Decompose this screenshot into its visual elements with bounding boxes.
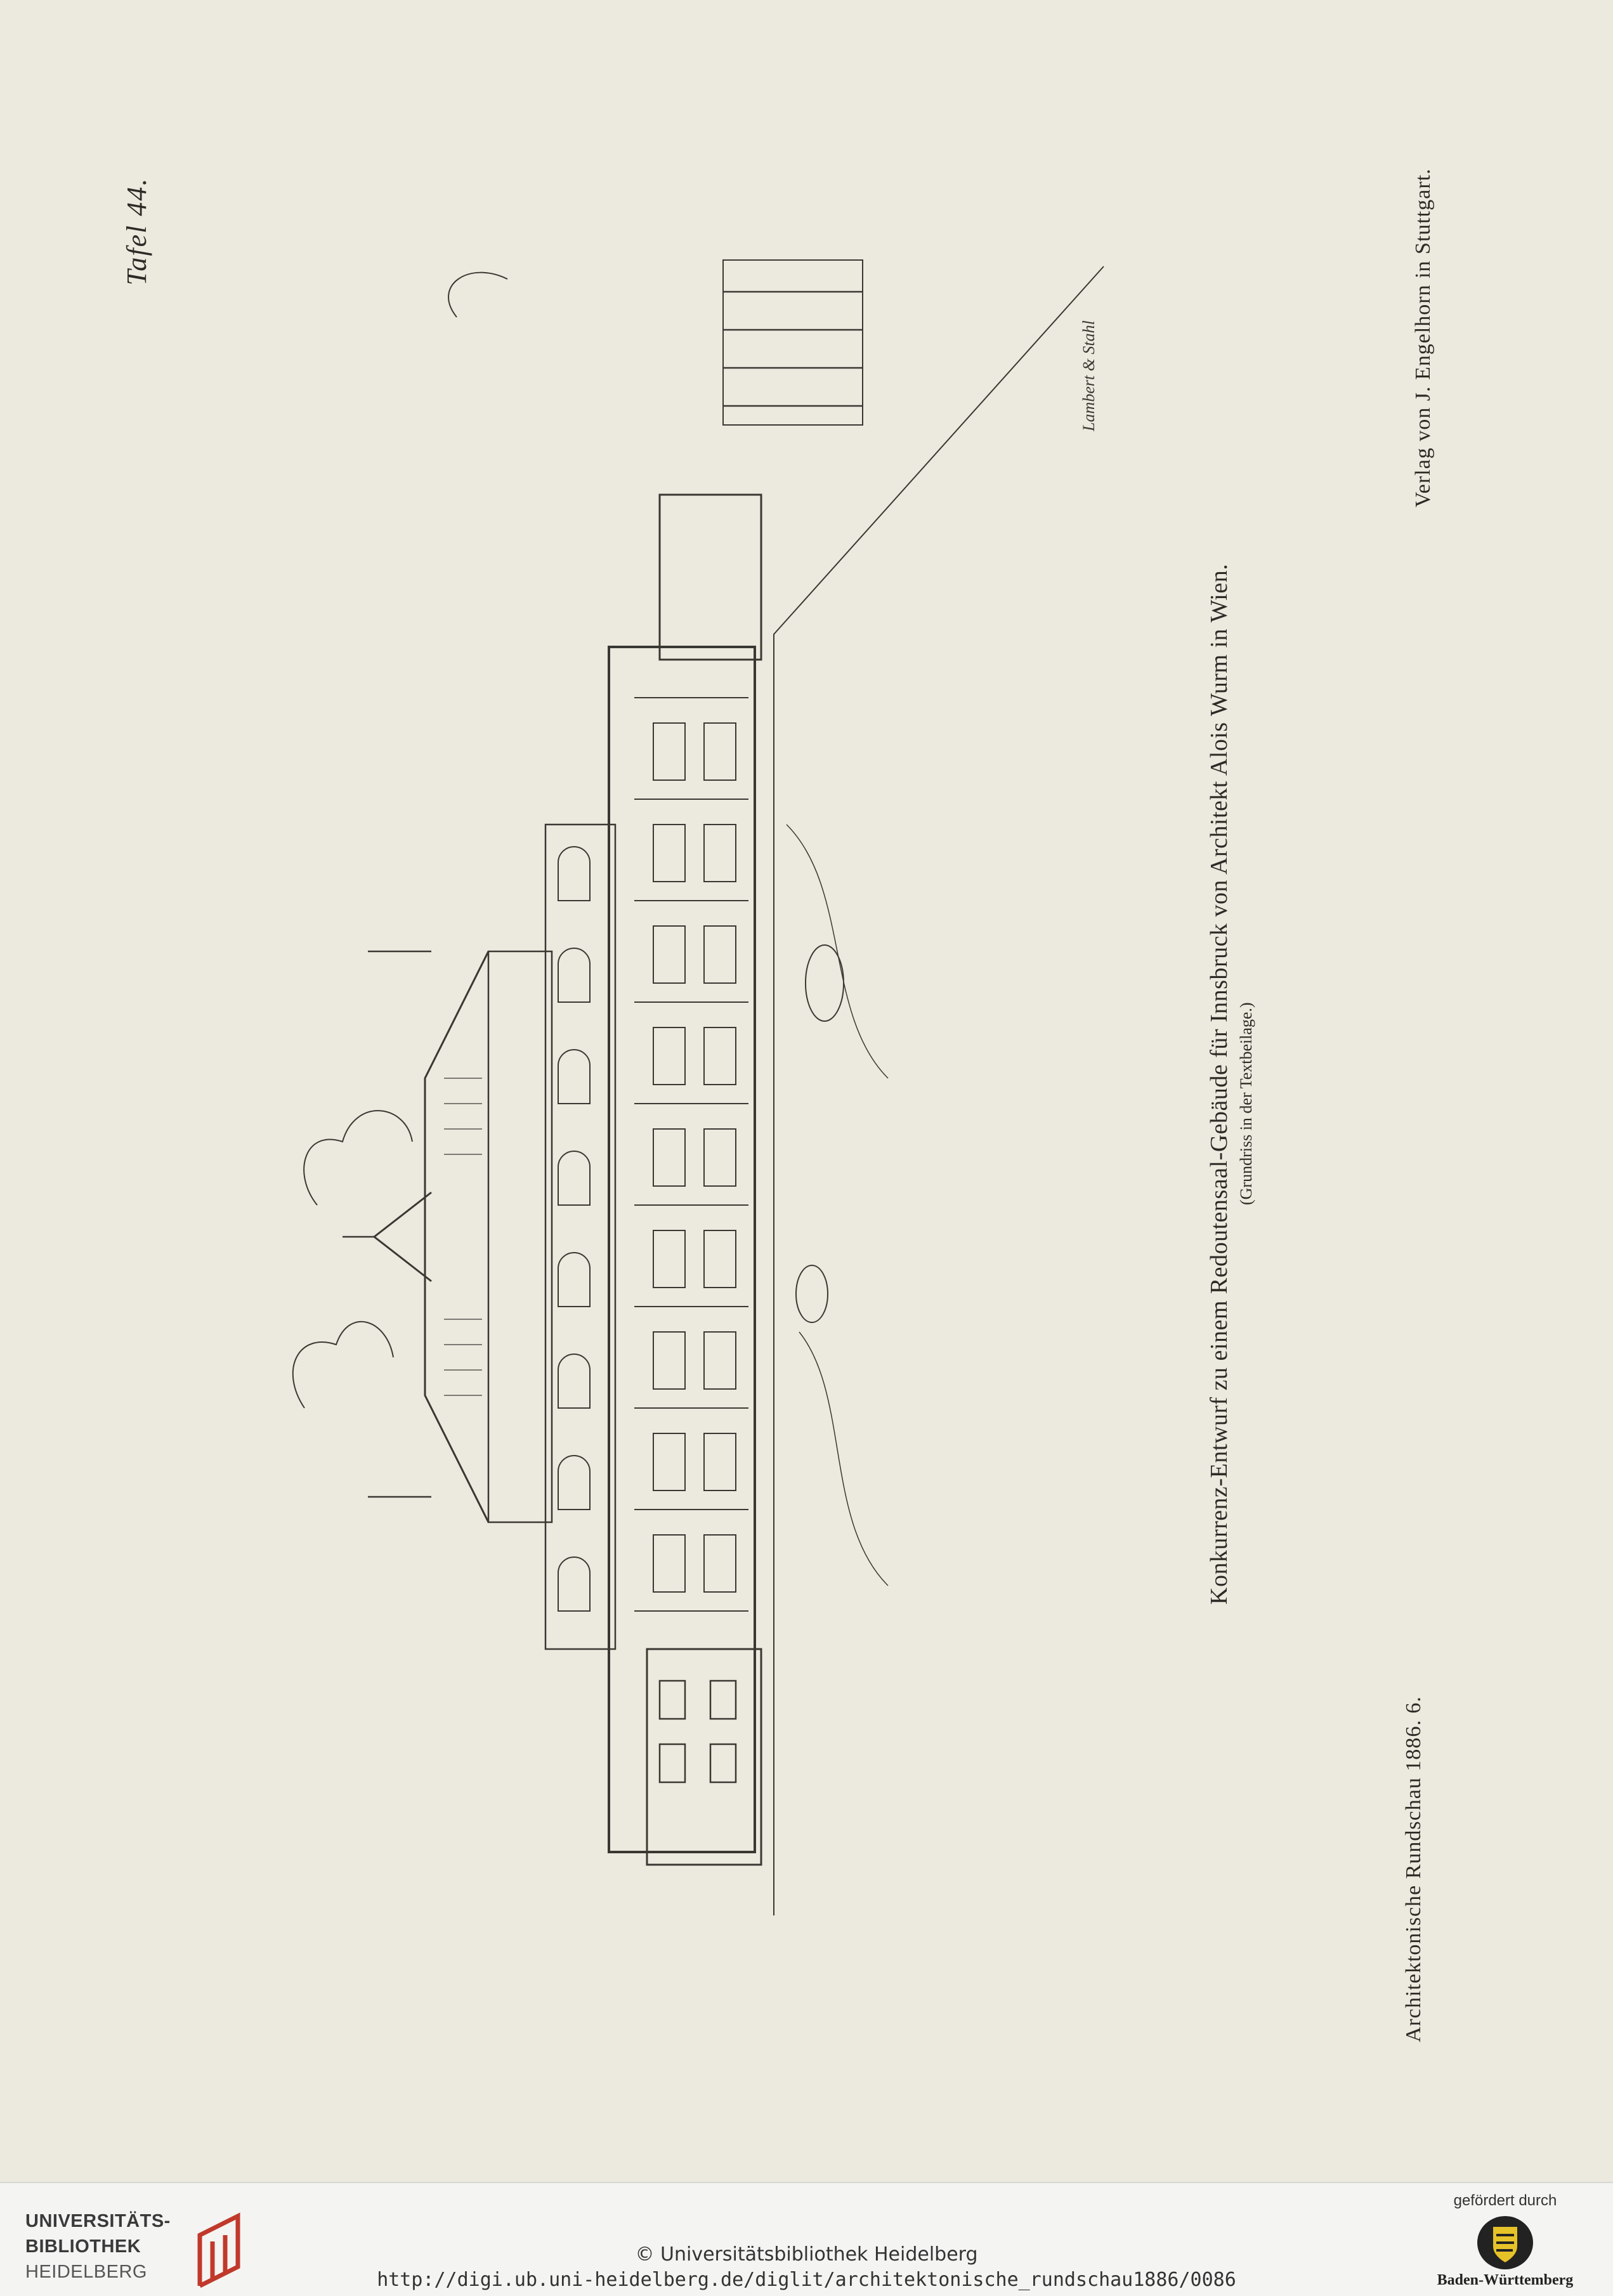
sponsor-name: Baden-Württemberg [1437, 2272, 1574, 2288]
library-name-line1: UNIVERSITÄTS- [25, 2211, 171, 2231]
illustration-signature: Lambert & Stahl [1080, 320, 1098, 432]
plate-number: Tafel 44. [121, 177, 152, 285]
library-logo[interactable]: UNIVERSITÄTS- BIBLIOTHEK HEIDELBERG [25, 2197, 254, 2288]
sponsor-block[interactable]: gefördert durch Baden-Württemberg [1423, 2189, 1588, 2294]
copyright-notice: © Universitätsbibliothek Heidelberg [635, 2243, 978, 2266]
plate-subcaption: (Grundriss in der Textbeilage.) [1237, 1002, 1255, 1205]
scanned-plate: Tafel 44. [121, 168, 1435, 2042]
library-name-line3: HEIDELBERG [25, 2262, 147, 2282]
library-name-line2: BIBLIOTHEK [25, 2236, 141, 2257]
journal-reference: Architektonische Rundschau 1886. 6. [1402, 1696, 1425, 2042]
sponsor-label: gefördert durch [1453, 2192, 1557, 2209]
coat-of-arms-icon [1477, 2216, 1533, 2269]
plate-caption: Konkurrenz-Entwurf zu einem Redoutensaal… [1206, 563, 1232, 1605]
library-mark-icon [197, 2212, 240, 2288]
publisher-line: Verlag von J. Engelhorn in Stuttgart. [1411, 168, 1435, 507]
permalink-url[interactable]: http://digi.ub.uni-heidelberg.de/diglit/… [377, 2269, 1236, 2291]
footer-bar: UNIVERSITÄTS- BIBLIOTHEK HEIDELBERG © Un… [0, 2182, 1613, 2296]
building-engraving-icon: Lambert & Stahl [292, 259, 1104, 1915]
